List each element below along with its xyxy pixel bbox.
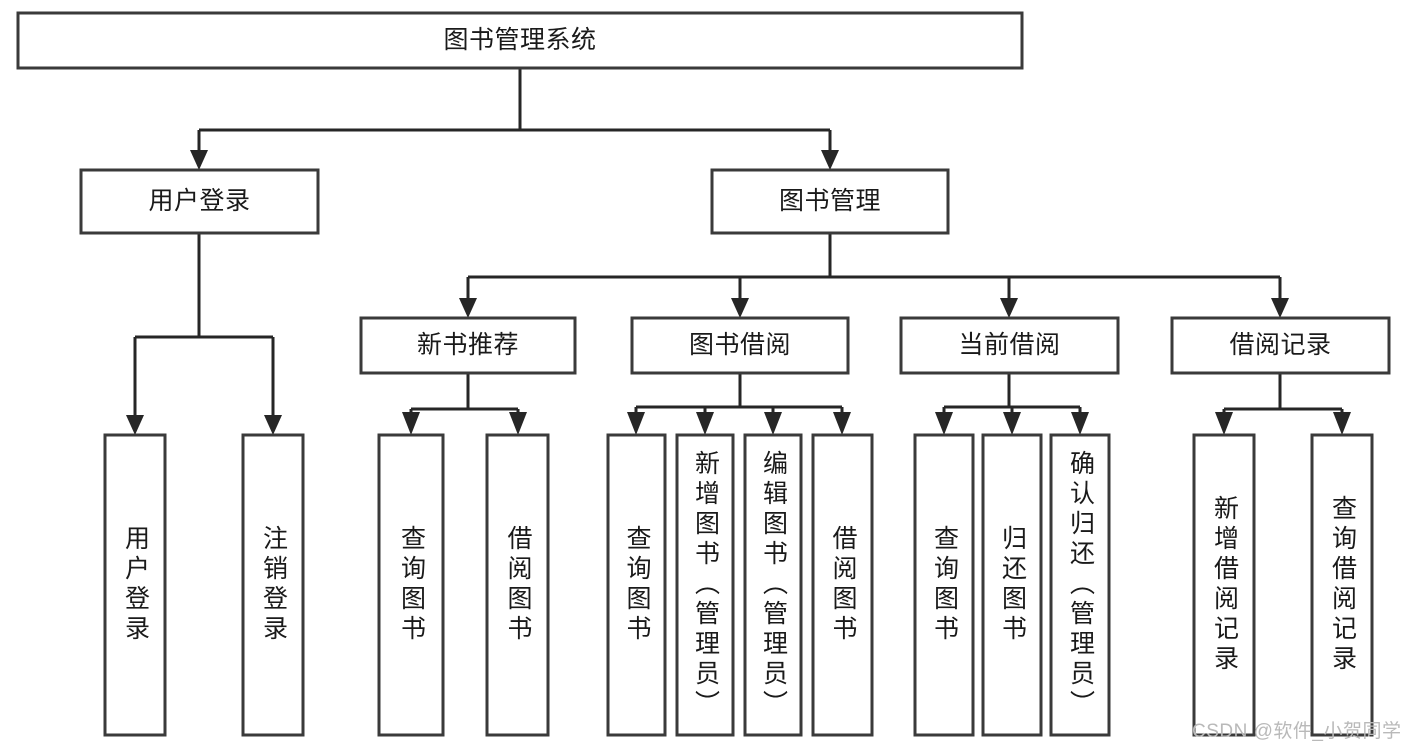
- arrow-to-leaf-query-borrow-record: [1333, 412, 1351, 435]
- node-box-new-book-recommend[interactable]: [359, 316, 577, 375]
- node-box-book-manage[interactable]: [710, 168, 950, 235]
- node-box-leaf-add-borrow-record[interactable]: [1192, 433, 1256, 737]
- arrow-to-leaf-confirm-return: [1071, 412, 1089, 435]
- node-box-leaf-query-borrow-record[interactable]: [1310, 433, 1374, 737]
- arrow-to-leaf-user-login: [126, 415, 144, 435]
- arrow-to-leaf-logout-login: [264, 415, 282, 435]
- arrow-to-leaf-query-book-1: [402, 412, 420, 435]
- node-box-leaf-confirm-return[interactable]: [1049, 433, 1111, 737]
- node-box-borrow-record[interactable]: [1170, 316, 1391, 375]
- arrow-to-new-book-recommend: [459, 298, 477, 318]
- arrow-to-borrow-record: [1271, 298, 1289, 318]
- node-box-leaf-borrow-book-2[interactable]: [811, 433, 874, 737]
- node-box-leaf-add-book[interactable]: [675, 433, 735, 737]
- arrow-to-leaf-edit-book: [764, 412, 782, 435]
- arrow-to-leaf-return-book: [1003, 412, 1021, 435]
- arrow-to-leaf-borrow-book-2: [833, 412, 851, 435]
- arrow-to-user-login: [190, 150, 208, 170]
- arrow-to-leaf-add-borrow-record: [1215, 412, 1233, 435]
- node-box-leaf-logout-login[interactable]: [241, 433, 305, 737]
- node-box-root[interactable]: [16, 11, 1024, 70]
- arrow-to-current-borrow: [1000, 298, 1018, 318]
- node-box-leaf-edit-book[interactable]: [743, 433, 803, 737]
- arrow-to-leaf-add-book: [696, 412, 714, 435]
- csdn-watermark: CSDN @软件_小贺同学: [1192, 721, 1402, 742]
- node-box-book-borrow[interactable]: [630, 316, 850, 375]
- node-box-leaf-query-book-2[interactable]: [606, 433, 667, 737]
- node-box-leaf-borrow-book-1[interactable]: [485, 433, 550, 737]
- arrow-to-book-manage: [821, 150, 839, 170]
- arrow-to-leaf-query-book-2: [627, 412, 645, 435]
- arrow-to-leaf-borrow-book-1: [509, 412, 527, 435]
- node-box-leaf-user-login[interactable]: [103, 433, 167, 737]
- node-box-user-login[interactable]: [79, 168, 320, 235]
- node-box-leaf-query-book-3[interactable]: [913, 433, 975, 737]
- node-box-leaf-query-book-1[interactable]: [377, 433, 445, 737]
- node-box-current-borrow[interactable]: [899, 316, 1120, 375]
- arrow-to-leaf-query-book-3: [935, 412, 953, 435]
- arrow-to-book-borrow: [731, 298, 749, 318]
- node-box-leaf-return-book[interactable]: [981, 433, 1043, 737]
